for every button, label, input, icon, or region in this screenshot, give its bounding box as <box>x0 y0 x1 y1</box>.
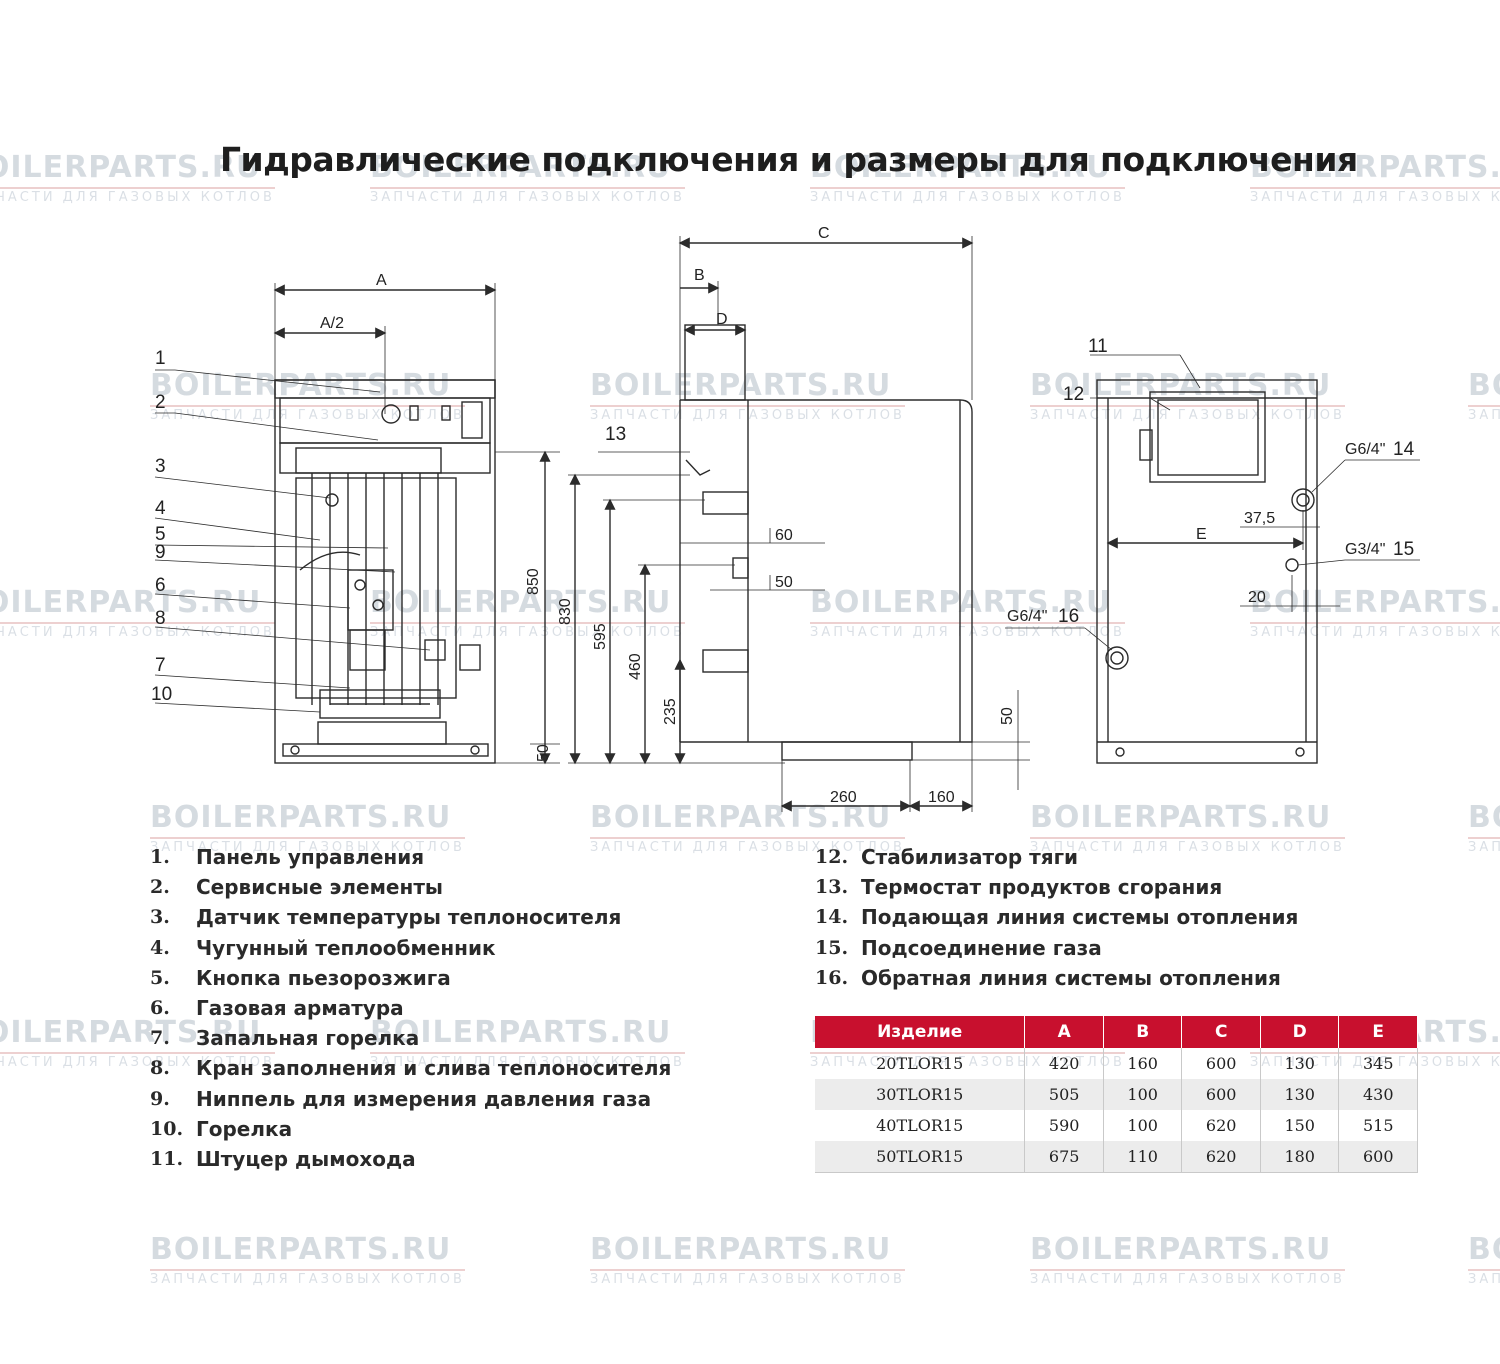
callout-2: 2 <box>155 392 166 413</box>
table-cell: 160 <box>1103 1048 1183 1079</box>
callout-12: 12 <box>1063 384 1084 405</box>
dim-850-label: 850 <box>525 568 542 595</box>
callout-13: 13 <box>605 424 626 445</box>
legend-item: 2.Сервисные элементы <box>150 875 443 900</box>
legend-item: 5.Кнопка пьезорозжига <box>150 965 451 990</box>
table-cell: 430 <box>1338 1079 1418 1110</box>
callout-6: 6 <box>155 575 166 596</box>
dim-50-front-label: 50 <box>535 744 552 762</box>
label-g64-16: G6/4" <box>1007 608 1047 625</box>
table-cell: 515 <box>1338 1110 1418 1141</box>
label-g34-15: G3/4" <box>1345 541 1385 558</box>
table-cell: 130 <box>1260 1048 1340 1079</box>
dim-260-label: 260 <box>830 789 857 806</box>
dim-595-label: 595 <box>592 623 609 650</box>
callout-11: 11 <box>1088 336 1108 357</box>
callout-14: 14 <box>1393 439 1415 460</box>
col-header-product: Изделие <box>815 1016 1026 1048</box>
legend-item: 15.Подсоединение газа <box>815 935 1102 960</box>
dim-830-label: 830 <box>557 598 574 625</box>
dim-460-label: 460 <box>627 653 644 680</box>
table-cell: 420 <box>1024 1048 1104 1079</box>
table-cell: 590 <box>1024 1110 1104 1141</box>
table-cell: 110 <box>1103 1141 1183 1173</box>
col-header-b: B <box>1103 1016 1183 1048</box>
table-row: 20TLOR15 420 160 600 130 345 <box>815 1048 1418 1079</box>
col-header-d: D <box>1260 1016 1340 1048</box>
page-title: Гидравлические подключения и размеры для… <box>220 140 1358 179</box>
legend-item: 6.Газовая арматура <box>150 996 404 1021</box>
table-cell: 20TLOR15 <box>815 1048 1026 1079</box>
legend-item: 7.Запальная горелка <box>150 1026 420 1051</box>
callout-1: 1 <box>155 348 166 369</box>
table-cell: 505 <box>1024 1079 1104 1110</box>
legend-right: 12.Стабилизатор тяги 13.Термостат продук… <box>815 842 1298 993</box>
callout-10: 10 <box>151 684 172 705</box>
dim-20-label: 20 <box>1248 589 1266 606</box>
legend-item: 9.Ниппель для измерения давления газа <box>150 1086 652 1111</box>
col-header-a: A <box>1024 1016 1104 1048</box>
table-cell: 620 <box>1181 1110 1261 1141</box>
table-cell: 600 <box>1181 1079 1261 1110</box>
table-cell: 100 <box>1103 1079 1183 1110</box>
table-cell: 100 <box>1103 1110 1183 1141</box>
legend-left: 1.Панель управления 2.Сервисные элементы… <box>150 842 671 1174</box>
legend-item: 10.Горелка <box>150 1116 293 1141</box>
legend-item: 4.Чугунный теплообменник <box>150 935 496 960</box>
dim-e-label: E <box>1196 526 1207 543</box>
rear-view <box>1005 354 1420 764</box>
col-header-c: C <box>1181 1016 1261 1048</box>
table-cell: 345 <box>1338 1048 1418 1079</box>
table-cell: 620 <box>1181 1141 1261 1173</box>
dim-d-label: D <box>716 311 728 328</box>
table-cell: 600 <box>1338 1141 1418 1173</box>
legend-item: 12.Стабилизатор тяги <box>815 845 1079 870</box>
col-header-e: E <box>1338 1016 1418 1048</box>
callout-3: 3 <box>155 456 166 477</box>
table-cell: 130 <box>1260 1079 1340 1110</box>
dim-c-label: C <box>818 225 830 242</box>
callout-5: 5 <box>155 524 166 545</box>
callout-16: 16 <box>1058 606 1079 627</box>
dim-a-half-label: A/2 <box>320 315 344 332</box>
table-cell: 600 <box>1181 1048 1261 1079</box>
dim-50-right-label: 50 <box>999 707 1016 725</box>
legend-item: 3.Датчик температуры теплоносителя <box>150 905 622 930</box>
legend-item: 8.Кран заполнения и слива теплоносителя <box>150 1056 672 1081</box>
table-cell: 180 <box>1260 1141 1340 1173</box>
dim-50-label: 50 <box>775 574 793 591</box>
callout-4: 4 <box>155 498 166 519</box>
dim-a-label: A <box>376 272 387 289</box>
legend-item: 16.Обратная линия системы отопления <box>815 965 1281 990</box>
side-view <box>568 236 1030 812</box>
table-cell: 675 <box>1024 1141 1104 1173</box>
dim-375-label: 37,5 <box>1244 510 1275 527</box>
table-row: 40TLOR15 590 100 620 150 515 <box>815 1110 1418 1141</box>
legend-item: 14.Подающая линия системы отопления <box>815 905 1299 930</box>
dim-b-label: B <box>694 267 705 284</box>
legend-item: 1.Панель управления <box>150 845 425 870</box>
table-header-row: Изделие A B C D E <box>815 1016 1418 1048</box>
table-cell: 30TLOR15 <box>815 1079 1026 1110</box>
table-row: 50TLOR15 675 110 620 180 600 <box>815 1141 1418 1173</box>
callout-8: 8 <box>155 608 166 629</box>
front-view <box>154 283 560 765</box>
callout-7: 7 <box>155 655 166 676</box>
dim-60-label: 60 <box>775 527 793 544</box>
callout-15: 15 <box>1393 539 1414 560</box>
dim-160-label: 160 <box>928 789 955 806</box>
table-cell: 150 <box>1260 1110 1340 1141</box>
table-cell: 40TLOR15 <box>815 1110 1026 1141</box>
callout-9: 9 <box>155 542 166 563</box>
dim-235-label: 235 <box>662 698 679 725</box>
table-cell: 50TLOR15 <box>815 1141 1026 1173</box>
table-row: 30TLOR15 505 100 600 130 430 <box>815 1079 1418 1110</box>
label-g64-14: G6/4" <box>1345 441 1385 458</box>
legend-item: 11.Штуцер дымохода <box>150 1146 416 1171</box>
legend-item: 13.Термостат продуктов сгорания <box>815 875 1223 900</box>
dimensions-table: Изделие A B C D E 20TLOR15 420 160 600 1… <box>815 1016 1418 1173</box>
